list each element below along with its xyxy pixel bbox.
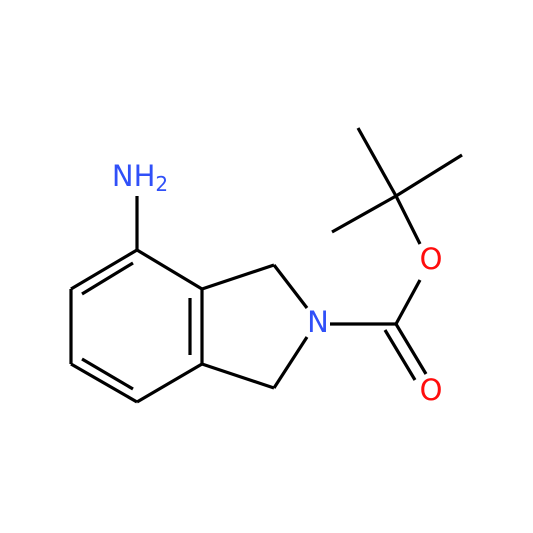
amine-label: NH2 (112, 159, 168, 196)
bond-c3a-c1 (201, 263, 275, 291)
bond-carbonyl-ester-oxygen (394, 279, 422, 325)
double-bond-inner-c6-c7 (81, 357, 134, 391)
ring-nitrogen-symbol: N (307, 305, 329, 339)
bond-tbutyl-methyl-left (331, 194, 397, 234)
bond-c7-c7a (136, 362, 203, 404)
bond-c3a-c4 (136, 248, 203, 291)
bond-carbonyl-oxygen-a (394, 323, 428, 375)
bond-tbutyl-methyl-right (395, 153, 463, 198)
bond-c1-n2 (272, 264, 309, 309)
bond-c4-c5 (70, 248, 138, 291)
bond-n2-c3 (272, 336, 309, 389)
bond-c6-c7 (70, 362, 138, 404)
ester-oxygen-symbol: O (420, 242, 443, 276)
bond-c3-c7a (201, 362, 275, 390)
bond-tbutyl-methyl-top (356, 127, 398, 197)
bond-ester-oxygen-tbutyl (394, 195, 422, 245)
carbonyl-oxygen-symbol: O (420, 373, 443, 407)
double-bond-inner-c4-c5 (81, 261, 134, 296)
bond-carbonyl-oxygen-b (383, 329, 417, 381)
amine-nitrogen-symbol: NH2 (112, 159, 168, 196)
